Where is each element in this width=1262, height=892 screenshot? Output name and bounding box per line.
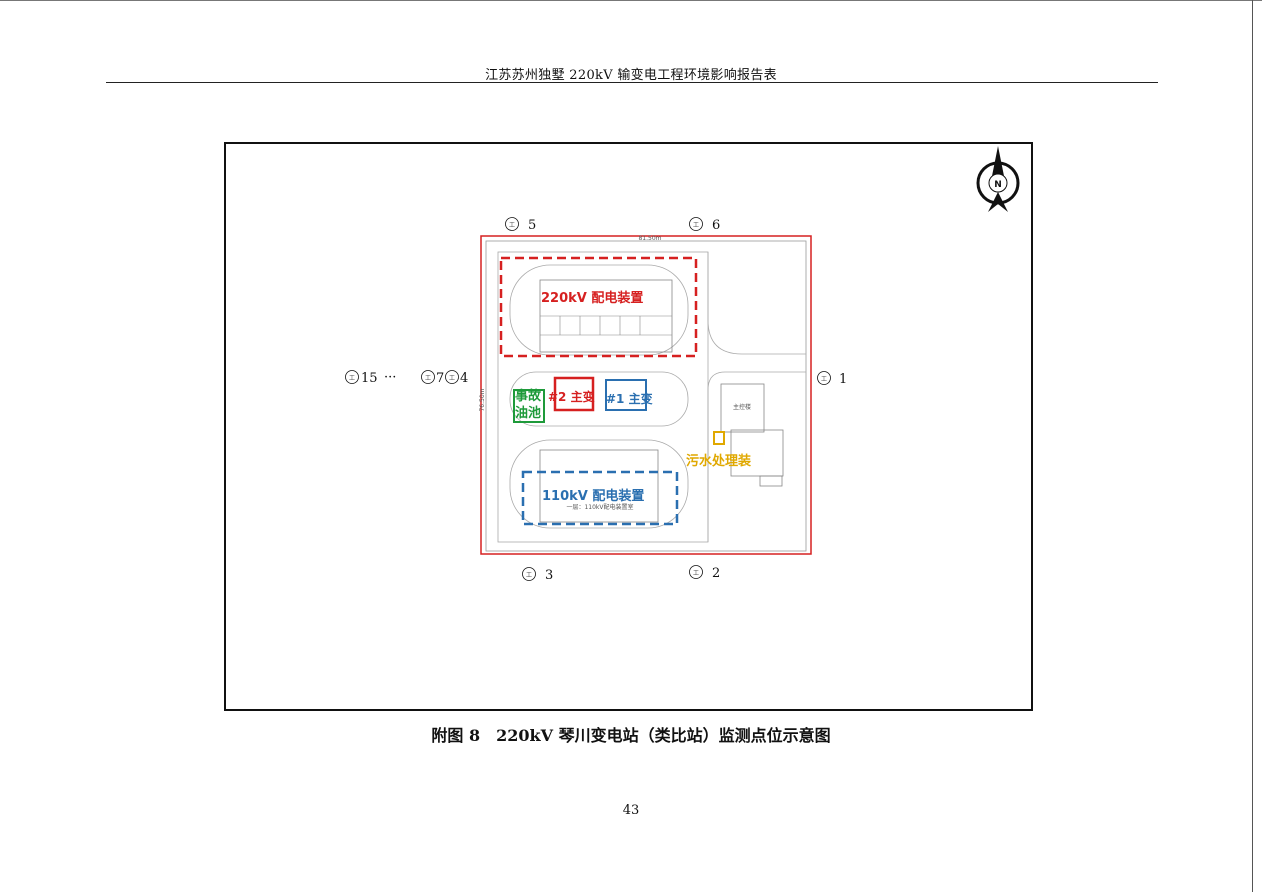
yard-110-road (509, 439, 689, 529)
monitor-point-6: 工 6 (689, 217, 720, 233)
svg-text:5: 5 (528, 218, 536, 233)
monitor-point-5: 工 5 (505, 217, 536, 233)
yard-220-road (509, 264, 689, 356)
zone-110kv (521, 470, 679, 526)
transformer-2-box (553, 376, 595, 412)
svg-text:3: 3 (545, 568, 553, 583)
monitor-point-4: 工 4 (445, 370, 468, 386)
label-control-building: 主控楼 (733, 403, 751, 411)
label-sewage: 污水处理装 (686, 453, 751, 469)
control-building (720, 383, 765, 433)
svg-text:工: 工 (449, 375, 455, 382)
oil-pit-box (513, 389, 545, 423)
control-building-wing (730, 429, 784, 477)
svg-text:工: 工 (509, 222, 515, 229)
page-number: 43 (622, 803, 640, 818)
inner-wall (485, 240, 807, 552)
zone-220kv (499, 256, 698, 358)
road-east (707, 371, 806, 542)
svg-text:4: 4 (460, 371, 468, 386)
svg-text:工: 工 (693, 222, 699, 229)
sewage-box (713, 431, 725, 445)
note-110kv-room: 一层：110kV配电装置室 (566, 503, 633, 511)
figure-caption: 附图 8 220kV 琴川变电站（类比站）监测点位示意图 (431, 726, 831, 745)
building-110 (539, 449, 659, 523)
monitor-point-1: 工 1 (817, 371, 847, 387)
svg-text:7: 7 (436, 371, 444, 386)
monitor-point-2: 工 2 (689, 565, 720, 581)
label-transformer-1: #1 主变 (606, 391, 653, 406)
label-oil-pit-2: 油池 (515, 405, 541, 421)
monitor-point-7: 工 7 (421, 370, 444, 386)
label-oil-pit-1: 事故 (515, 388, 542, 404)
svg-text:工: 工 (526, 572, 532, 579)
page-top-edge (0, 0, 1262, 1)
svg-text:1: 1 (839, 372, 847, 387)
svg-text:工: 工 (425, 375, 431, 382)
page-right-edge (1252, 0, 1253, 892)
svg-text:工: 工 (349, 375, 355, 382)
transformer-road (509, 371, 689, 427)
figure-frame (224, 142, 1033, 711)
header-rule (106, 82, 1158, 83)
svg-text:2: 2 (712, 566, 720, 581)
north-arrow-icon: N (976, 146, 1020, 212)
label-transformer-2: #2 主变 (548, 389, 595, 404)
svg-text:N: N (994, 180, 1002, 190)
transformer-1-box (605, 379, 647, 411)
dimension-left: 76.50m (479, 388, 486, 411)
ellipsis: ··· (384, 370, 396, 385)
monitor-point-15: 工 15 (345, 370, 378, 386)
svg-text:15: 15 (361, 371, 378, 386)
site-boundary (480, 235, 812, 555)
label-220kv: 220kV 配电装置 (541, 290, 643, 306)
svg-text:6: 6 (712, 218, 720, 233)
road-northeast (707, 252, 806, 355)
dimension-top: 81.50m (638, 235, 661, 242)
svg-text:工: 工 (821, 376, 827, 383)
svg-text:工: 工 (693, 570, 699, 577)
monitor-point-3: 工 3 (522, 567, 553, 583)
running-header: 江苏苏州独墅 220kV 输变电工程环境影响报告表 (485, 68, 777, 83)
label-110kv: 110kV 配电装置 (542, 488, 644, 504)
